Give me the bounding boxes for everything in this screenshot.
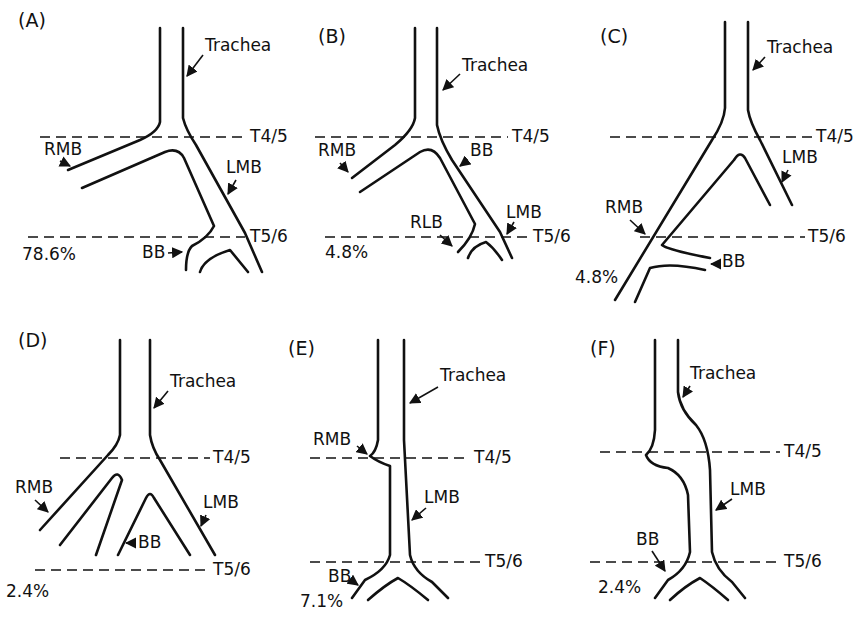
leader-arrow	[187, 55, 203, 76]
level-line	[35, 569, 210, 571]
anatomy-label: T4/5	[816, 127, 854, 147]
airway-wall	[352, 340, 390, 598]
level-line	[325, 236, 530, 238]
anatomy-label: RMB	[15, 478, 53, 498]
anatomy-label: RLB	[410, 213, 443, 233]
leader-arrow	[357, 446, 367, 454]
airway-wall	[468, 242, 502, 260]
anatomy-label: BB	[636, 530, 659, 550]
panel-letter: (E)	[288, 338, 315, 360]
leader-arrow	[35, 500, 48, 512]
anatomy-label: BB	[142, 243, 165, 263]
anatomy-label: 4.8%	[575, 268, 618, 288]
anatomy-label: LMB	[203, 493, 239, 513]
anatomy-label: LMB	[226, 158, 262, 178]
anatomy-label: T5/6	[250, 227, 288, 247]
anatomy-label: T5/6	[808, 227, 846, 247]
anatomy-label: T4/5	[512, 127, 550, 147]
leader-arrow	[652, 551, 665, 571]
anatomy-label: LMB	[730, 480, 766, 500]
anatomy-label: Trachea	[440, 366, 506, 386]
leader-arrow	[340, 163, 348, 172]
level-line	[315, 136, 508, 138]
anatomy-label: T4/5	[474, 448, 512, 468]
leader-arrow	[410, 387, 438, 403]
leader-arrow	[351, 580, 358, 585]
anatomy-label: LMB	[506, 203, 542, 223]
airway-wall	[646, 340, 690, 598]
anatomy-label: Trachea	[462, 56, 528, 76]
anatomy-label: 2.4%	[598, 578, 641, 598]
leader-arrow	[716, 499, 732, 510]
panel-letter: (D)	[18, 330, 47, 352]
level-line	[60, 457, 210, 459]
leader-arrow	[412, 508, 426, 520]
anatomy-label: T5/6	[533, 227, 571, 247]
anatomy-label: Trachea	[205, 36, 271, 56]
anatomy-label: 2.4%	[6, 582, 49, 602]
airway-wall	[368, 578, 428, 600]
level-line	[40, 136, 245, 138]
level-line	[28, 236, 245, 238]
anatomy-label: LMB	[424, 488, 460, 508]
level-line	[590, 561, 780, 563]
level-line	[600, 451, 780, 453]
anatomy-label: RMB	[318, 141, 356, 161]
airway-wall	[60, 474, 122, 555]
panel-letter: (B)	[318, 26, 346, 48]
leader-arrow	[60, 161, 70, 166]
panel-letter: (C)	[600, 26, 628, 48]
anatomy-label: RMB	[313, 430, 351, 450]
anatomy-label: T4/5	[784, 442, 822, 462]
anatomy-label: BB	[328, 567, 351, 587]
anatomy-label: RMB	[605, 198, 643, 218]
level-line	[640, 236, 805, 238]
panel-letter: (F)	[590, 338, 616, 360]
leader-arrow	[630, 220, 645, 234]
airway-wall	[118, 494, 190, 555]
airway-wall	[352, 28, 415, 178]
anatomy-label: BB	[722, 252, 745, 272]
leader-arrow	[711, 263, 720, 265]
leader-arrow	[782, 170, 788, 182]
anatomy-label: BB	[138, 533, 161, 553]
leader-arrow	[228, 180, 236, 194]
anatomy-label: 7.1%	[300, 592, 343, 612]
leader-arrow	[154, 391, 168, 408]
anatomy-label: Trachea	[170, 372, 236, 392]
anatomy-label: Trachea	[690, 364, 756, 384]
leader-arrow	[460, 160, 468, 166]
airway-wall	[200, 250, 248, 272]
leader-arrow	[507, 222, 514, 234]
level-line	[310, 457, 470, 459]
airway-wall	[82, 150, 214, 270]
anatomy-label: RMB	[44, 140, 82, 160]
anatomy-label: Trachea	[767, 38, 833, 58]
leader-arrow	[753, 57, 765, 70]
anatomy-label: T5/6	[485, 552, 523, 572]
airway-wall	[40, 340, 120, 530]
leader-arrow	[443, 74, 460, 90]
anatomy-label: T5/6	[784, 552, 822, 572]
airway-wall	[670, 578, 728, 600]
leader-arrow	[168, 252, 182, 253]
anatomy-label: T4/5	[250, 127, 288, 147]
anatomy-label: T5/6	[213, 560, 251, 580]
level-line	[610, 136, 812, 138]
anatomy-label: BB	[470, 141, 493, 161]
airway-wall	[635, 265, 705, 302]
leader-arrow	[126, 542, 135, 544]
panel-letter: (A)	[18, 10, 46, 32]
anatomy-label: 78.6%	[22, 245, 76, 265]
anatomy-label: T4/5	[213, 448, 251, 468]
leader-arrow	[440, 235, 452, 246]
leader-arrow	[201, 515, 206, 526]
leader-arrow	[683, 386, 690, 397]
level-line	[310, 561, 480, 563]
anatomy-label: LMB	[782, 148, 818, 168]
anatomy-label: 4.8%	[325, 243, 368, 263]
airway-wall	[662, 154, 770, 258]
